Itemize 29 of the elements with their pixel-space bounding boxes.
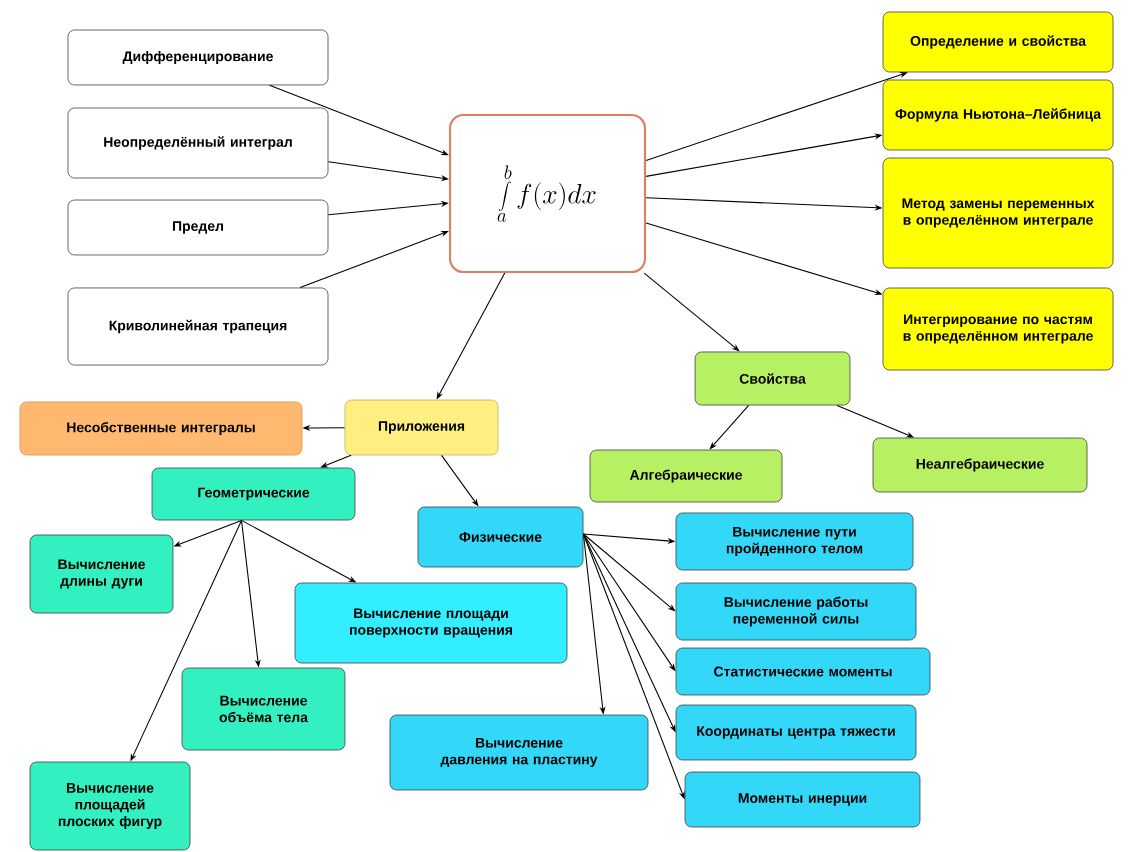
process-box: Вычисление площади поверхности вращения	[294, 582, 568, 664]
process-box: Свойства	[694, 351, 851, 406]
formula-box: $\int\limits_a^b f(x)dx$	[448, 113, 647, 274]
process-box: Статистические моменты	[675, 647, 931, 696]
process-box: Определение и свойства	[882, 11, 1114, 73]
process-box: Неалгебраические	[872, 437, 1088, 493]
process-box: Метод замены переменных в определённом интеграле	[882, 157, 1114, 269]
process-box: Вычисление пути пройденного телом	[675, 512, 914, 571]
process-box: Криволинейная трапеция	[67, 287, 329, 366]
process-box: Вычисление длины дуги	[29, 534, 174, 614]
process-box: Координаты центра тяжести	[675, 704, 917, 761]
process-box: Вычисление давления на пластину	[389, 714, 649, 791]
process-box: Интегрирование по частям в определённом интеграле	[882, 287, 1114, 371]
process-box: Вычисление работы переменной силы	[675, 582, 917, 641]
arrow	[643, 272, 740, 352]
process-box: Геометрические	[151, 467, 356, 521]
process-box: Вычисление площадей плоских фигур	[29, 761, 191, 851]
process-box: Физические	[417, 506, 584, 568]
process-box: Приложения	[344, 399, 499, 456]
process-box: Дифференцирование	[67, 29, 329, 86]
process-box: Алгебраические	[589, 449, 783, 503]
process-box: Формула Ньютона–Лейбница	[882, 79, 1114, 151]
process-box: Неопределённый интеграл	[67, 107, 329, 179]
arrow	[269, 84, 449, 156]
process-box: Несобственные интегралы	[19, 401, 303, 456]
process-box: Моменты инерции	[684, 771, 921, 828]
arrow	[299, 231, 449, 289]
process-box: Предел	[67, 199, 329, 256]
process-box: Вычисление объёма тела	[181, 667, 346, 751]
